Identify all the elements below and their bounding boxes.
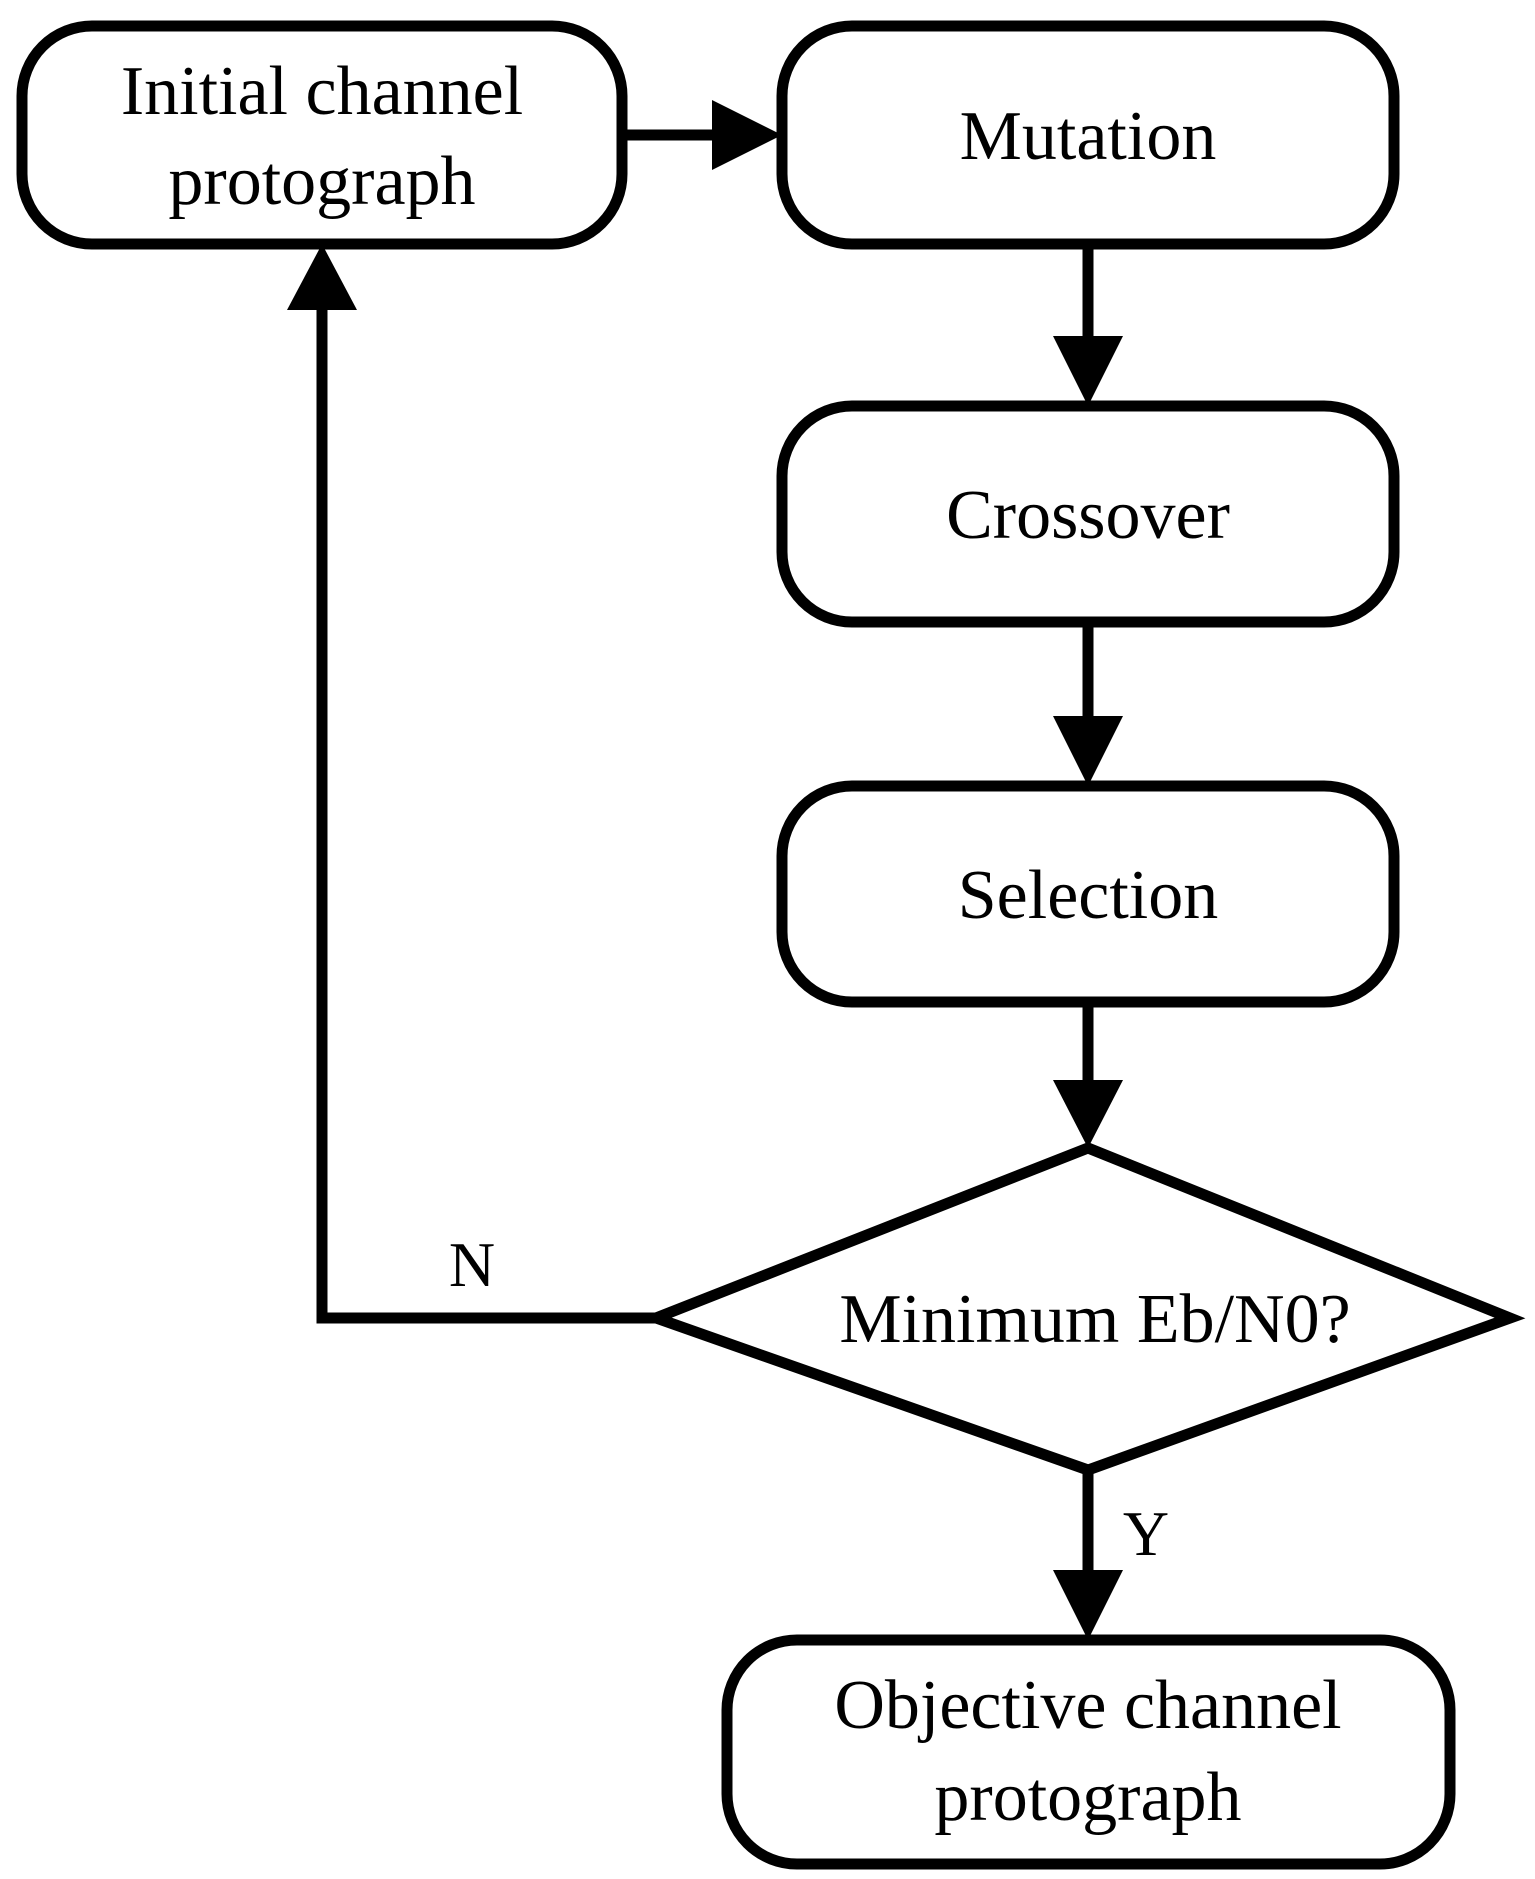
crossover-node-label: Crossover [946,477,1230,554]
objective-node-line-1: Objective channel [834,1667,1341,1744]
crossover-node: Crossover [776,400,1400,628]
yes-branch-label: Y [1123,1498,1169,1569]
minimum-ebn0-decision-node: Minimum Eb/N0? [640,1142,1526,1476]
no-loop-arrowhead [287,244,357,310]
mutation-to-crossover-arrowhead [1053,336,1123,406]
decision-to-objective-arrowhead [1053,1570,1123,1640]
no-loop-connector [316,305,656,1324]
initial-channel-protograph-node: Initial channel protograph [16,20,628,250]
selection-node: Selection [776,780,1400,1008]
initial-to-mutation-arrowhead [712,100,782,170]
selection-node-label: Selection [958,857,1218,934]
selection-to-decision-arrowhead [1053,1080,1123,1148]
crossover-to-selection-arrowhead [1053,716,1123,786]
initial-node-line-2: protograph [168,143,475,220]
mutation-node-label: Mutation [960,98,1217,175]
mutation-node: Mutation [776,20,1400,250]
no-branch-label: N [449,1229,495,1300]
objective-channel-protograph-node: Objective channel protograph [721,1634,1456,1870]
initial-node-line-1: Initial channel [121,53,523,130]
decision-node-label: Minimum Eb/N0? [839,1281,1350,1358]
objective-node-box [721,1634,1456,1870]
objective-node-line-2: protograph [934,1759,1241,1836]
